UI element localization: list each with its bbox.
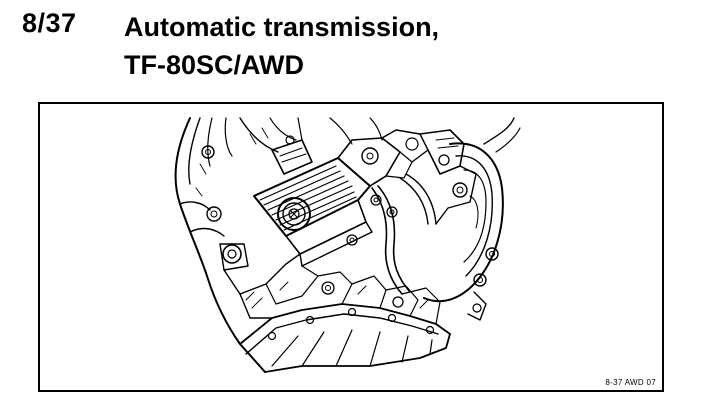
page-number: 8/37 [22, 8, 77, 38]
figure-frame: 8-37 AWD 07 [38, 102, 664, 392]
title-line-1: Automatic transmission, [124, 12, 440, 42]
page-title: Automatic transmission, TF-80SC/AWD [124, 8, 439, 84]
figure-code: 8-37 AWD 07 [605, 378, 656, 387]
title-line-2: TF-80SC/AWD [124, 50, 305, 80]
transmission-illustration [174, 117, 521, 373]
